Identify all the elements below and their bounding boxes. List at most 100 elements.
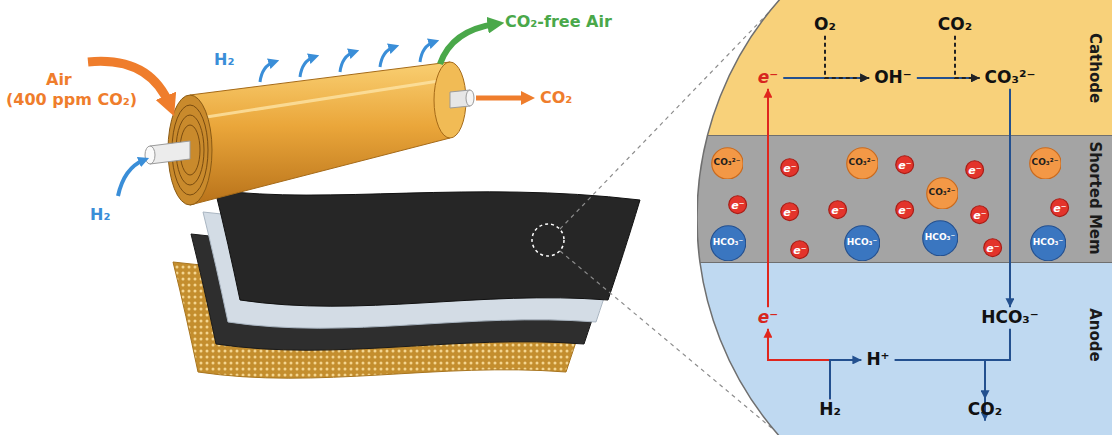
ion-label: e⁻	[1053, 203, 1066, 214]
species-label: CO₂	[963, 399, 1007, 421]
rolled-cylinder	[145, 62, 474, 205]
electron-ion: e⁻	[965, 160, 984, 179]
core-tube-end	[145, 146, 155, 164]
ion-label: CO₃²⁻	[929, 188, 956, 197]
core-tube	[150, 141, 190, 164]
species-label: CO₃²⁻	[980, 67, 1041, 89]
reaction-arrow	[955, 36, 980, 78]
electron-ion: e⁻	[780, 202, 799, 221]
electron-ion: e⁻	[895, 155, 914, 174]
band-label: Cathode	[1087, 33, 1102, 103]
ion-label: e⁻	[731, 200, 744, 211]
species-text: e⁻	[758, 308, 779, 328]
ion-label: e⁻	[831, 205, 844, 216]
clean-air-arrow	[440, 24, 496, 64]
species-label: OH⁻	[869, 67, 917, 89]
species-text: H₂	[819, 400, 841, 420]
outlet-label: CO₂	[540, 88, 572, 107]
reaction-arrow	[895, 360, 985, 421]
membrane-band: Shorted MemCO₃²⁻e⁻CO₃²⁻e⁻e⁻CO₃²⁻e⁻e⁻e⁻e⁻…	[697, 135, 1112, 262]
inlet-label: (400 ppm CO₂)	[6, 90, 137, 109]
co2-outlet-arrow	[476, 96, 528, 101]
ion-label: e⁻	[973, 210, 986, 221]
species-label: CO₂	[933, 14, 977, 36]
gas-label: H₂	[90, 205, 110, 224]
species-text: H⁺	[866, 350, 889, 370]
ion-label: HCO₃⁻	[847, 238, 877, 247]
electron-ion: e⁻	[983, 238, 1002, 257]
band-shape	[697, 262, 1112, 435]
reaction-arrow	[825, 36, 869, 78]
electron-ion: e⁻	[790, 240, 809, 259]
hydrogen-inlet-arrow	[118, 160, 144, 196]
ion-label: HCO₃⁻	[925, 233, 955, 242]
carbonate-ion: CO₃²⁻	[926, 177, 959, 210]
species-label: e⁻	[753, 67, 784, 89]
zoom-circle-outline	[697, 0, 1112, 135]
band-border	[697, 135, 1112, 136]
electron-ion: e⁻	[728, 195, 747, 214]
outlet-label: CO₂-free Air	[505, 12, 612, 31]
species-label: H₂	[814, 399, 846, 421]
electron-ion: e⁻	[895, 200, 914, 219]
hydrogen-arrow	[340, 52, 354, 72]
cylinder-highlight	[200, 80, 445, 118]
carbonate-ion: CO₃²⁻	[1029, 147, 1062, 180]
flow-arrows	[88, 24, 528, 196]
cathode-band: Cathode O₂ CO₂ e⁻ OH⁻ CO₃²⁻	[697, 0, 1112, 135]
hydrogen-arrow	[380, 47, 394, 67]
species-text: CO₂	[938, 15, 972, 35]
outlet-tube-end	[466, 90, 474, 106]
reaction-arrow	[1009, 89, 1011, 307]
reaction-arrow	[830, 360, 861, 399]
bicarbonate-ion: HCO₃⁻	[710, 225, 746, 261]
ion-label: e⁻	[783, 207, 796, 218]
hydrogen-arrow	[420, 42, 434, 62]
species-text: e⁻	[758, 68, 779, 88]
species-label: e⁻	[753, 307, 784, 329]
band-fill	[697, 135, 1112, 262]
hydrogen-arrow	[260, 62, 274, 82]
gas-label: H₂	[214, 50, 234, 69]
ion-label: CO₃²⁻	[714, 158, 741, 167]
ion-label: CO₃²⁻	[849, 158, 876, 167]
species-text: O₂	[814, 15, 836, 35]
bicarbonate-ion: HCO₃⁻	[922, 220, 958, 256]
electron-ion: e⁻	[780, 158, 799, 177]
sheet-layers	[173, 190, 640, 378]
ion-label: e⁻	[783, 163, 796, 174]
reaction-arrow	[985, 329, 1010, 399]
zoom-spot	[532, 224, 564, 256]
cylinder-body	[190, 62, 450, 205]
species-text: CO₃²⁻	[985, 68, 1036, 88]
electron-ion: e⁻	[1050, 198, 1069, 217]
hydrogen-arrow	[300, 57, 314, 77]
carbonate-ion: CO₃²⁻	[711, 147, 744, 180]
species-label: H⁺	[861, 349, 894, 371]
band-label: Anode	[1087, 308, 1102, 362]
reaction-arrow	[767, 89, 769, 307]
reaction-arrow	[783, 77, 869, 79]
inlet-label: Air	[46, 70, 72, 89]
ion-label: e⁻	[898, 205, 911, 216]
ion-label: e⁻	[986, 243, 999, 254]
reaction-arrow	[768, 329, 830, 399]
electrode-sheet	[215, 190, 640, 306]
ion-label: e⁻	[898, 160, 911, 171]
ion-label: CO₃²⁻	[1032, 158, 1059, 167]
ion-label: HCO₃⁻	[1033, 238, 1063, 247]
zoom-circle-outline	[697, 262, 1112, 435]
zoom-circle-outline	[697, 135, 1112, 262]
band-fill	[697, 0, 1112, 135]
species-label: HCO₃⁻	[976, 307, 1044, 329]
electron-ion: e⁻	[828, 200, 847, 219]
ion-label: e⁻	[793, 245, 806, 256]
species-text: HCO₃⁻	[981, 308, 1039, 328]
species-label: O₂	[809, 14, 841, 36]
species-text: CO₂	[968, 400, 1002, 420]
ion-label: HCO₃⁻	[713, 238, 743, 247]
band-border	[697, 262, 1112, 263]
ion-label: e⁻	[968, 165, 981, 176]
anode-band: Anode e⁻ HCO₃⁻ H⁺ H₂ CO₂	[697, 262, 1112, 435]
